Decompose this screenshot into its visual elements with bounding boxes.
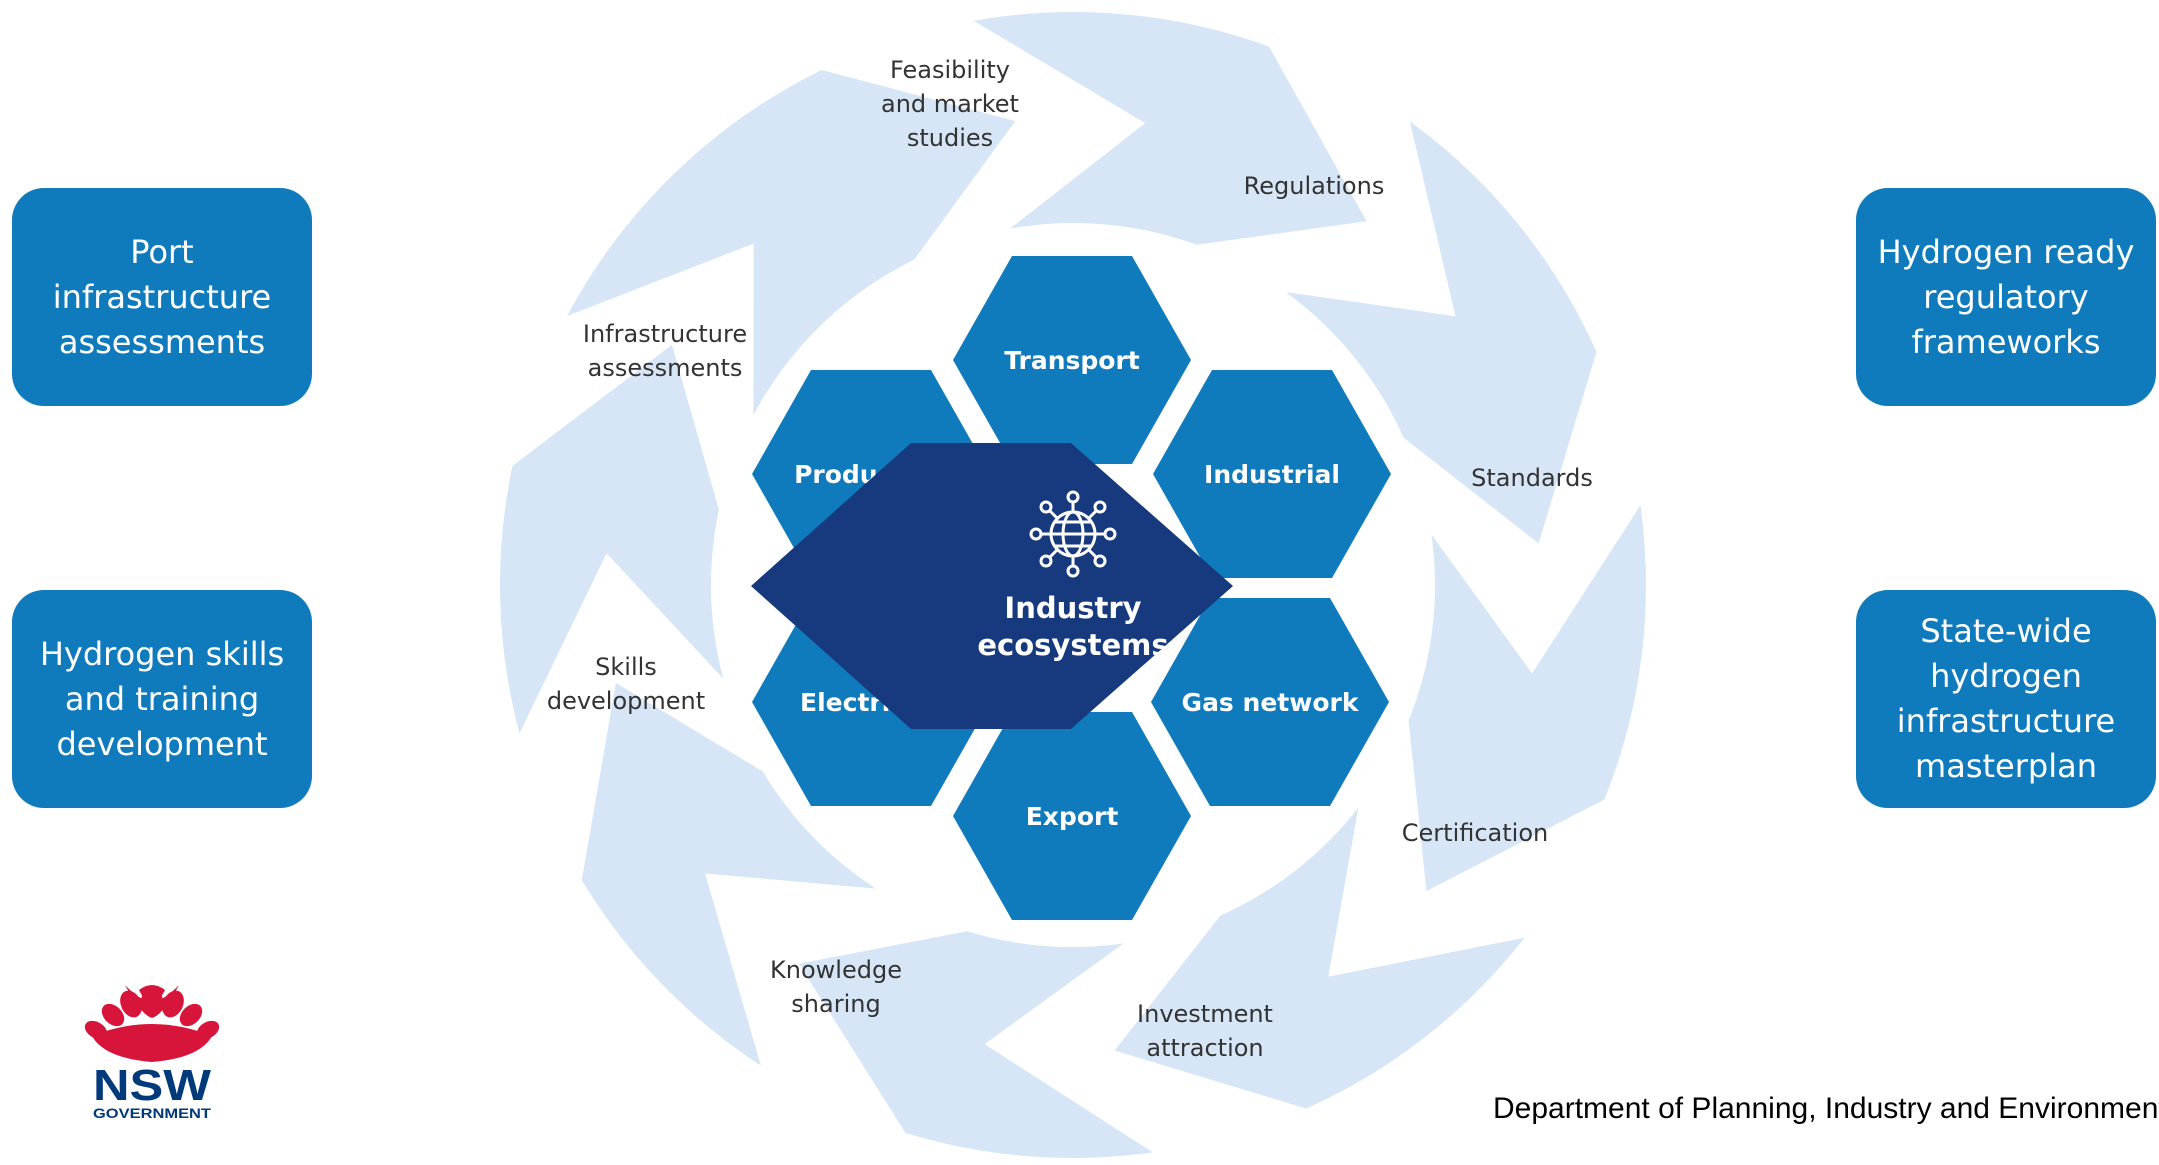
globe-network-icon [1029,490,1117,578]
center-hexagon: Industry ecosystems [751,443,1233,729]
hexagon-gas-network [1151,598,1389,806]
ring-segment-infrastructure-assessments [567,70,1016,416]
ring-segment-certification [1114,807,1525,1109]
hexagon-transport [953,256,1191,464]
ring-segment-regulations [1285,121,1597,544]
waratah-icon [84,985,220,1062]
infrastructure-masterplan-box: State-wide hydrogen infrastructure maste… [1856,590,2156,808]
ring-segment-knowledge-sharing [581,683,876,1066]
regulatory-frameworks-box: Hydrogen ready regulatory frameworks [1856,188,2156,406]
ring-segment-investment-attraction [798,931,1153,1158]
ring-label-regulations: Regulations [1244,172,1385,200]
nsw-government-logo: NSW GOVERNMENT [84,985,220,1121]
hexagon-label-export: Export [1026,802,1119,831]
center-hexagon-shape [751,443,1233,729]
box-label: Port infrastructure assessments [52,232,272,361]
hexagon-industrial [1153,370,1391,578]
footer-department: Department of Planning, Industry and Env… [1493,1092,2159,1125]
hexagon-label-transport: Transport [1004,346,1140,375]
logo-word: NSW [93,1061,212,1110]
center-label-line-1: Industry [1004,591,1141,625]
box-label: State-wide hydrogen infrastructure maste… [1896,612,2116,785]
ring-segment-feasibility-and-market-studies [973,12,1367,245]
hydrogen-skills-box: Hydrogen skills and training development [12,590,312,808]
hexagon-label-gas-network: Gas network [1182,688,1360,717]
hexagon-label-industrial: Industrial [1204,460,1340,489]
ring-segment-skills-development [499,344,724,734]
ring-segment-standards [1408,505,1646,892]
hexagon-export [953,712,1191,920]
ring-label-standards: Standards [1471,464,1593,492]
box-label: Hydrogen skills and training development [39,634,285,763]
ring-label-certification: Certification [1402,819,1548,847]
port-infrastructure-box: Port infrastructure assessments [12,188,312,406]
box-label: Hydrogen ready regulatory frameworks [1877,232,2135,361]
center-label-line-2: ecosystems [977,628,1168,662]
logo-sub: GOVERNMENT [93,1105,212,1121]
